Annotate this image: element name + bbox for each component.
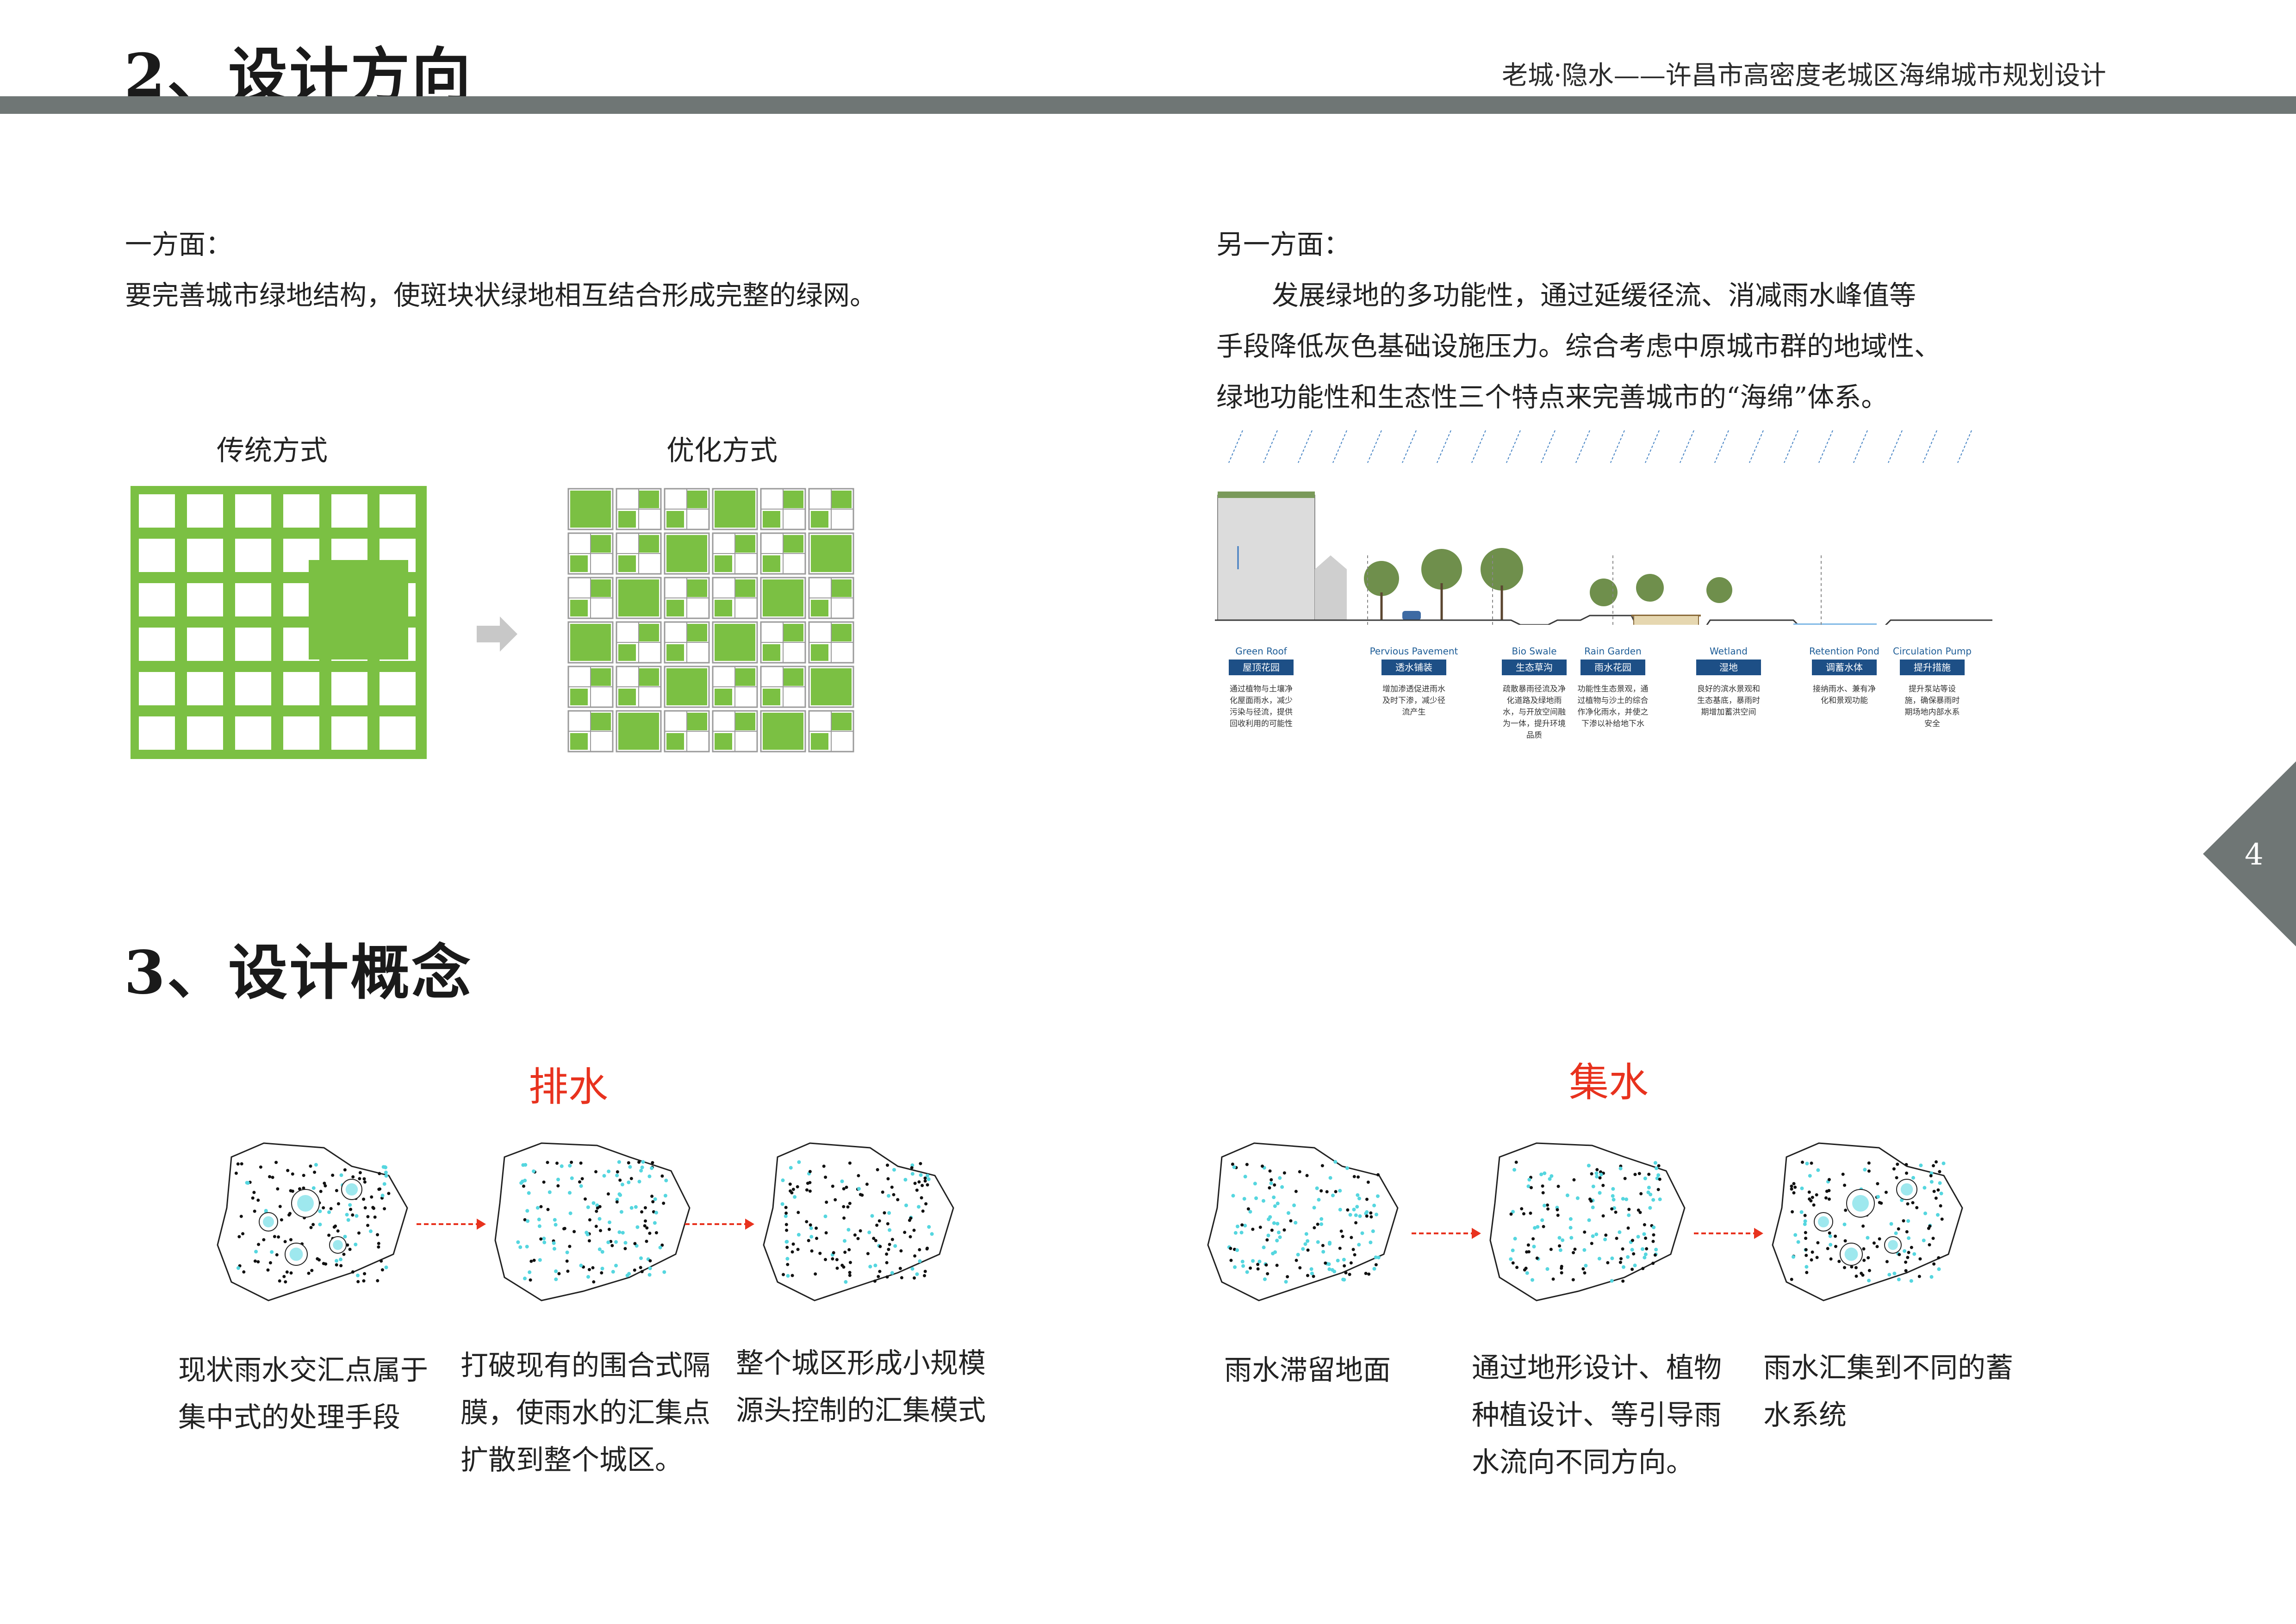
right-line-1: 发展绿地的多功能性，通过延缓径流、消减雨水峰值等	[1272, 280, 1916, 311]
legend-desc-line: 下渗以补给地下水	[1581, 719, 1644, 728]
legend-desc-line: 化和景观功能	[1821, 696, 1868, 705]
legend-desc-line: 为一体，提升环境	[1503, 719, 1566, 728]
legend-tag: 提升措施	[1900, 660, 1965, 675]
legend-item: Retention Pond 调蓄水体接纳雨水、兼有净化和景观功能	[1798, 646, 1891, 707]
legend-desc-line: 期增加蓄洪空间	[1701, 708, 1756, 717]
arrow-collect-2-icon	[1694, 1228, 1763, 1239]
section-3-title: 3、设计概念	[124, 938, 473, 1008]
legend-en: Wetland	[1710, 646, 1748, 657]
legend-desc-line: 过植物与沙土的综合	[1577, 696, 1649, 705]
legend-item: Pervious Pavement 透水铺装增加渗透促进雨水及时下渗，减少径流产生	[1368, 646, 1460, 718]
map-collect-2	[1489, 1142, 1686, 1301]
legend-desc-line: 及时下渗，减少径	[1382, 696, 1445, 705]
optimized-green-grid	[566, 486, 857, 759]
legend-item: Bio Swale 生态草沟疏散暴雨径流及净化道路及绿地雨水，与开放空间融为一体，…	[1488, 646, 1580, 741]
legend-desc-line: 水，与开放空间融	[1503, 708, 1566, 717]
label-optimized: 优化方式	[666, 435, 778, 467]
legend-en: Bio Swale	[1512, 646, 1557, 657]
arrow-right-icon	[477, 616, 517, 652]
legend-tag: 调蓄水体	[1812, 660, 1877, 675]
arrow-drain-2-icon	[685, 1219, 754, 1230]
caption-collect-1: 雨水滞留地面	[1224, 1354, 1391, 1387]
legend-en: Green Roof	[1235, 646, 1287, 657]
legend-desc-line: 化屋面雨水，减少	[1230, 696, 1293, 705]
legend-item: Circulation Pump 提升措施提升泵站等设施，确保暴雨时期场地内部水系…	[1886, 646, 1979, 730]
header-rule	[0, 96, 2296, 114]
legend-desc-line: 流产生	[1402, 708, 1426, 717]
legend-item: Wetland 湿地良好的滨水景观和生态基底，暴雨时期增加蓄洪空间	[1682, 646, 1775, 718]
legend-desc-line: 期场地内部水系	[1904, 708, 1960, 717]
left-heading: 一方面：	[125, 229, 233, 260]
legend-desc-line: 生态基底，暴雨时	[1697, 696, 1760, 705]
legend-tag: 湿地	[1696, 660, 1761, 675]
legend-en: Pervious Pavement	[1369, 646, 1458, 657]
legend-desc-line: 品质	[1526, 731, 1542, 740]
legend-desc-line: 提升泵站等设	[1909, 684, 1956, 694]
document-subtitle: 老城·隐水——许昌市高密度老城区海绵城市规划设计	[1502, 61, 2106, 91]
legend-item: Rain Garden 雨水花园功能性生态景观，通过植物与沙土的综合作净化雨水，并…	[1567, 646, 1659, 730]
left-body: 要完善城市绿地结构，使斑块状绿地相互结合形成完整的绿网。	[125, 280, 877, 311]
right-line-3: 绿地功能性和生态性三个特点来完善城市的“海绵”体系。	[1216, 381, 1888, 413]
page-number-tab	[2203, 761, 2296, 946]
caption-drain-1: 现状雨水交汇点属于集中式的处理手段	[178, 1354, 428, 1434]
map-collect-1	[1207, 1142, 1399, 1301]
legend-desc-line: 施，确保暴雨时	[1904, 696, 1960, 705]
legend-desc-line: 化道路及绿地雨	[1506, 696, 1562, 705]
right-heading: 另一方面：	[1216, 229, 1351, 260]
legend-desc-line: 疏散暴雨径流及净	[1503, 684, 1566, 694]
right-line-2: 手段降低灰色基础设施压力。综合考虑中原城市群的地域性、	[1216, 330, 1941, 362]
legend-tag: 雨水花园	[1580, 660, 1645, 675]
label-traditional: 传统方式	[217, 435, 328, 467]
legend-en: Circulation Pump	[1892, 646, 1972, 657]
caption-drain-2: 打破现有的围合式隔膜，使雨水的汇集点扩散到整个城区。	[460, 1350, 710, 1476]
legend-desc-line: 作净化雨水，并使之	[1577, 708, 1649, 717]
arrow-collect-1-icon	[1412, 1228, 1481, 1239]
traditional-green-grid	[131, 486, 427, 759]
map-drain-2	[494, 1142, 691, 1301]
map-collect-3	[1772, 1142, 1963, 1301]
arrow-drain-1-icon	[417, 1219, 486, 1230]
legend-en: Rain Garden	[1584, 646, 1642, 657]
legend-desc-line: 回收利用的可能性	[1230, 719, 1293, 728]
page-number: 4	[2245, 838, 2264, 872]
legend-en: Retention Pond	[1809, 646, 1879, 657]
sponge-city-section-illustration	[1215, 430, 1992, 625]
legend-tag: 屋顶花园	[1229, 660, 1294, 675]
legend-desc-line: 接纳雨水、兼有净	[1813, 684, 1876, 694]
map-drain-1	[217, 1142, 408, 1301]
caption-collect-3: 雨水汇集到不同的蓄水系统	[1763, 1352, 2013, 1431]
legend-desc-line: 良好的滨水景观和	[1697, 684, 1760, 694]
legend-tag: 生态草沟	[1502, 660, 1567, 675]
section-legend: Green Roof 屋顶花园通过植物与土壤净化屋面雨水，减少污染与径流，提供回收…	[1215, 646, 1992, 757]
collect-label: 集水	[1569, 1059, 1649, 1106]
drain-label: 排水	[529, 1064, 608, 1110]
legend-desc-line: 通过植物与土壤净	[1230, 684, 1293, 694]
legend-desc-line: 安全	[1924, 719, 1940, 728]
legend-item: Green Roof 屋顶花园通过植物与土壤净化屋面雨水，减少污染与径流，提供回收…	[1215, 646, 1307, 730]
legend-desc-line: 功能性生态景观，通	[1577, 684, 1649, 694]
legend-desc-line: 增加渗透促进雨水	[1382, 684, 1445, 694]
map-drain-3	[763, 1142, 954, 1301]
legend-desc-line: 污染与径流，提供	[1230, 708, 1293, 717]
caption-collect-2: 通过地形设计、植物种植设计、等引导雨水流向不同方向。	[1472, 1352, 1722, 1479]
caption-drain-3: 整个城区形成小规模源头控制的汇集模式	[736, 1347, 986, 1427]
legend-tag: 透水铺装	[1381, 660, 1446, 675]
